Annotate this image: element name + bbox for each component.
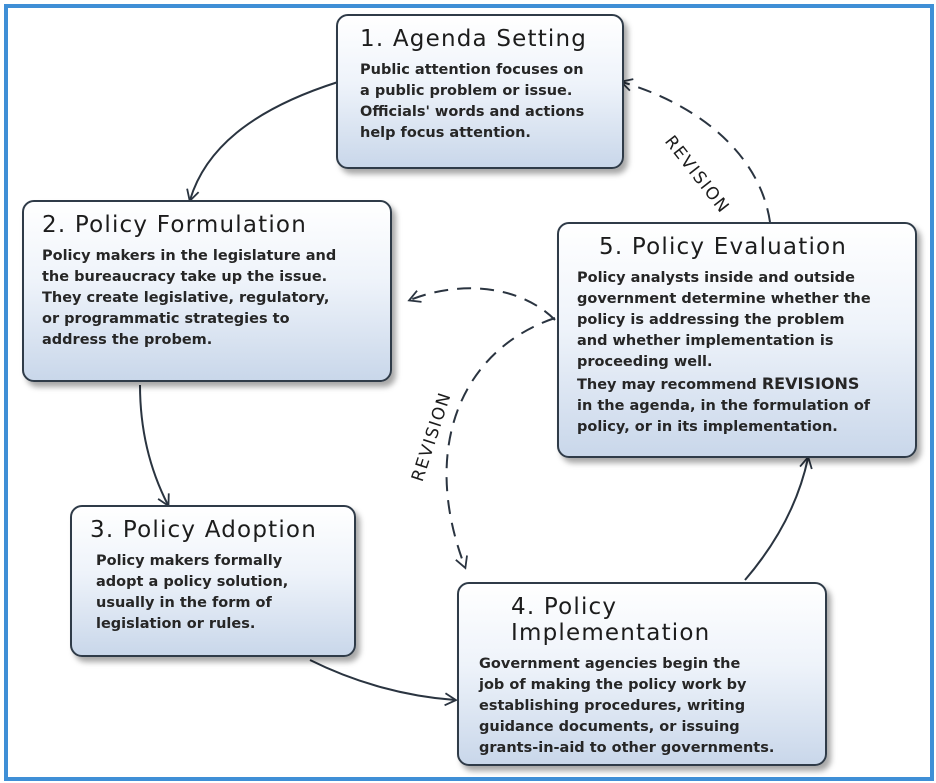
arrow-adoption-to-implementation [309,659,458,707]
step-line: policy, or in its implementation. [577,419,838,435]
step-title: 3. Policy Adoption [90,517,317,543]
step-line: and whether implementation is [577,333,834,349]
step-line: job of making the policy work by [479,677,747,693]
step-line: They create legislative, regulatory, [42,290,330,306]
step-description: Policy makers formally adopt a policy so… [90,551,340,635]
step-line: policy is addressing the problem [577,312,845,328]
step-line: establishing procedures, writing [479,698,746,714]
step-line: guidance documents, or issuing [479,719,740,735]
step-line: Public attention focuses on [360,62,584,78]
step-title: 1. Agenda Setting [360,26,588,52]
step-line: proceeding well. [577,354,713,370]
step-line: legislation or rules. [96,616,256,632]
step-line: the bureaucracy take up the issue. [42,269,328,285]
step-policy-evaluation: 5. Policy Evaluation Policy analysts ins… [557,222,917,458]
step-title: 5. Policy Evaluation [599,234,848,260]
arrow-formulation-to-adoption [139,384,170,508]
step-policy-formulation: 2. Policy Formulation Policy makers in t… [22,200,392,382]
step-description: Government agencies begin the job of mak… [479,654,811,759]
step-description: Policy analysts inside and outside gover… [577,268,901,438]
recommend-emphasis: REVISIONS [761,374,860,393]
step-line: Officials' words and actions [360,104,585,120]
step-line: Policy makers formally [96,553,283,569]
revision-arrow-evaluation-to-implementation [445,317,556,570]
arrow-implementation-to-evaluation [744,455,813,581]
step-line: grants-in-aid to other governments. [479,740,775,756]
step-title: 2. Policy Formulation [42,212,307,238]
step-line: Policy analysts inside and outside [577,270,855,286]
step-line: usually in the form of [96,595,272,611]
step-line: a public problem or issue. [360,83,573,99]
step-line: adopt a policy solution, [96,574,289,590]
step-line: Government agencies begin the [479,656,741,672]
revision-arrow-evaluation-to-agenda [619,78,771,223]
step-title: 4. Policy Implementation [511,594,711,646]
step-line: in the agenda, in the formulation of [577,398,871,414]
step-line: help focus attention. [360,125,531,141]
step-description: Policy makers in the legislature and the… [42,246,376,351]
step-description: Public attention focuses on a public pro… [360,60,608,144]
revision-arrow-evaluation-to-formulation [407,287,556,321]
step-line: address the probem. [42,332,213,348]
step-policy-adoption: 3. Policy Adoption Policy makers formall… [70,505,356,657]
step-line: government determine whether the [577,291,871,307]
step-policy-implementation: 4. Policy Implementation Government agen… [457,582,827,766]
recommend-prefix: They may recommend [577,377,762,393]
arrow-agenda-to-formulation [186,81,339,203]
step-line: Policy makers in the legislature and [42,248,337,264]
step-agenda-setting: 1. Agenda Setting Public attention focus… [336,14,624,169]
step-line: or programmatic strategies to [42,311,290,327]
